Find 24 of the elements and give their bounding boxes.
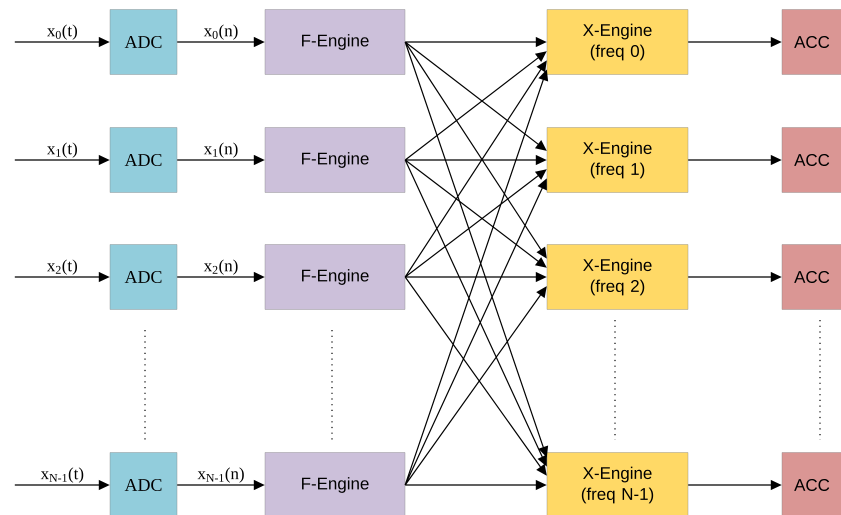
acc-box: ACC [782,9,841,75]
f-engine-box: F-Engine [264,9,406,75]
acc-box: ACC [782,127,841,193]
adc-box: ADC [110,244,178,310]
x-engine-box: X-Engine (freq 0) [546,9,688,75]
signal-label: x$_{2}$(t) [47,259,77,275]
x-engine-box: X-Engine (freq N-1) [546,452,688,515]
acc-box: ACC [782,244,841,310]
signal-label: x$_{1}$(t) [47,142,77,158]
signal-label: x$_{2}$(n) [204,259,238,275]
adc-box: ADC [110,9,178,75]
adc-box: ADC [110,452,178,515]
x-engine-box: X-Engine (freq 2) [546,244,688,310]
signal-label: x$_{1}$(n) [204,142,238,158]
f-engine-box: F-Engine [264,127,406,193]
f-engine-box: F-Engine [264,452,406,515]
signal-label: x$_{N-1}$(t) [40,467,84,483]
f-engine-box: F-Engine [264,244,406,310]
x-engine-box: X-Engine (freq 1) [546,127,688,193]
signal-label: x$_{N-1}$(n) [198,467,244,483]
signal-label: x$_{0}$(t) [47,24,77,40]
acc-box: ACC [782,452,841,515]
signal-label: x$_{0}$(n) [204,24,238,40]
adc-box: ADC [110,127,178,193]
